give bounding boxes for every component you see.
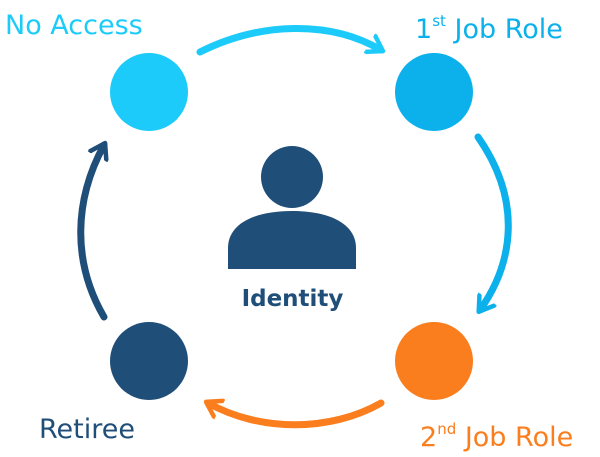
curved-arrow-icon xyxy=(196,25,381,56)
stage-label-second-job-role: 2nd Job Role xyxy=(420,422,574,453)
stage-label-text: Job Role xyxy=(454,14,563,45)
stage-ordinal-suffix: nd xyxy=(437,420,457,438)
stage-label-text: No Access xyxy=(5,10,143,41)
stage-node-first-job-role xyxy=(395,53,473,131)
curved-arrow-icon xyxy=(77,145,104,321)
stage-label-first-job-role: 1st Job Role xyxy=(415,14,563,45)
stage-label-retiree: Retiree xyxy=(39,416,135,443)
stage-ordinal: 2 xyxy=(420,422,438,453)
stage-node-second-job-role xyxy=(395,322,473,400)
center-label-text: Identity xyxy=(241,286,344,312)
stage-label-no-access: No Access xyxy=(5,12,143,39)
stage-ordinal: 1 xyxy=(415,14,433,45)
stage-node-no-access xyxy=(110,53,188,131)
center-label-identity: Identity xyxy=(0,288,585,311)
curved-arrow-icon xyxy=(208,403,385,429)
person-icon xyxy=(228,146,356,269)
stage-node-retiree xyxy=(110,322,188,400)
curved-arrow-icon xyxy=(474,133,512,310)
stage-label-text: Job Role xyxy=(464,422,574,453)
stage-label-text: Retiree xyxy=(39,414,135,445)
stage-ordinal-suffix: st xyxy=(432,12,446,30)
